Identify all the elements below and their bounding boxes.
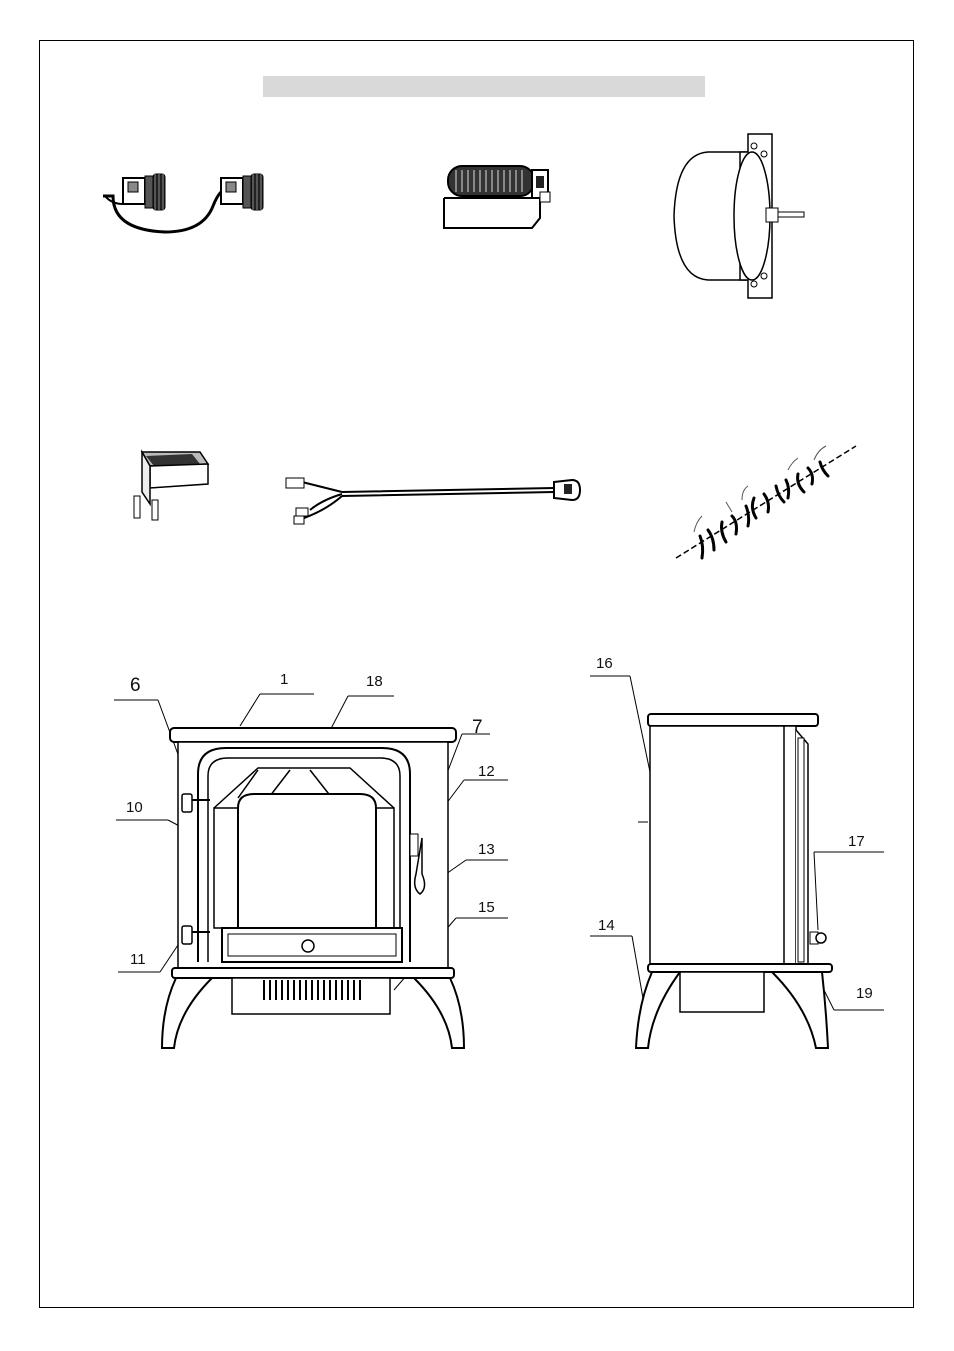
- heater-front-view-icon: 6 1 18 7 12 13 10 15 11: [110, 668, 510, 1062]
- callout-16: 16: [596, 656, 613, 671]
- callout-1: 1: [280, 672, 288, 687]
- callout-14: 14: [598, 918, 615, 933]
- callout-18: 18: [366, 674, 383, 689]
- rocker-switch-icon: [128, 444, 214, 522]
- callout-6: 6: [130, 676, 141, 695]
- callout-15: 15: [478, 900, 495, 915]
- callout-10: 10: [126, 800, 143, 815]
- motor-icon: [668, 132, 808, 300]
- callout-13: 13: [478, 842, 495, 857]
- wire-harness-icon: [282, 470, 594, 528]
- lamp-holder-pair-icon: [95, 168, 275, 240]
- callout-17: 17: [848, 834, 865, 849]
- page-title-bar: [263, 76, 705, 97]
- callout-7: 7: [472, 718, 483, 737]
- crossflow-fan-icon: [436, 160, 558, 232]
- callout-11: 11: [130, 952, 146, 967]
- callout-19: 19: [856, 986, 873, 1001]
- flame-ribbon-icon: [672, 440, 858, 566]
- heater-side-view-icon: 16 14 17 19: [586, 652, 886, 1056]
- callout-12: 12: [478, 764, 495, 779]
